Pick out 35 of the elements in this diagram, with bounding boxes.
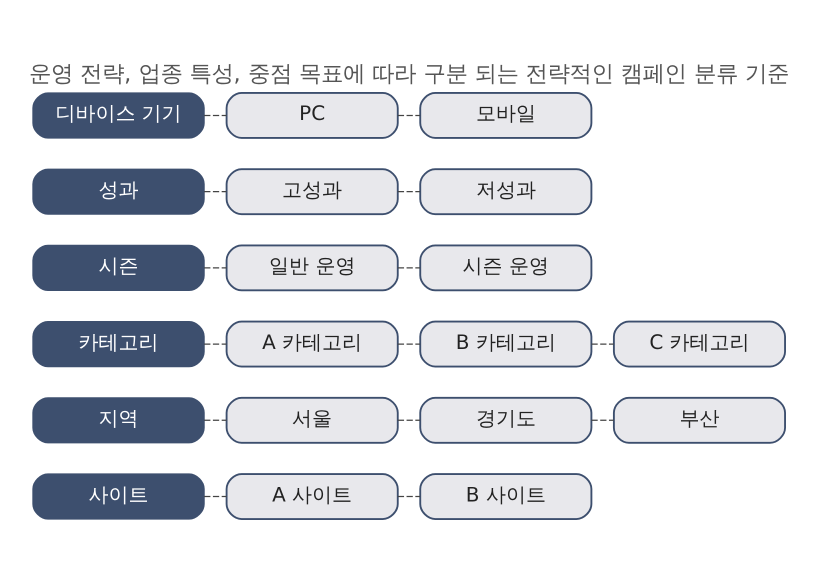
node-box: 사이트 (32, 473, 205, 520)
node-box: 부산 (612, 396, 786, 444)
node-box: 고성과 (226, 168, 399, 216)
node-box: 성과 (32, 168, 205, 215)
connector (398, 267, 420, 268)
node-box: B 사이트 (419, 473, 592, 520)
node-box: 일반 운영 (226, 244, 399, 292)
connector (398, 496, 420, 498)
node-box: 카테고리 (32, 320, 205, 368)
connector (204, 420, 226, 421)
connector (204, 114, 226, 116)
node-box: 시즌 (32, 244, 205, 291)
node-box: 디바이스 기기 (32, 92, 205, 139)
node-box: 시즌 운영 (419, 244, 592, 292)
connector (204, 343, 226, 345)
node-box: C 카테고리 (612, 320, 786, 368)
connector (204, 267, 226, 268)
connector (398, 420, 420, 421)
connector (204, 496, 226, 498)
diagram-title: 운영 전략, 업종 특성, 중점 목표에 따라 구분 되는 전략적인 캠페인 분류 기준 (29, 60, 789, 87)
connector (591, 420, 614, 421)
node-box: A 사이트 (226, 473, 399, 520)
node-box: 저성과 (419, 168, 592, 216)
connector (398, 343, 420, 345)
node-box: A 카테고리 (226, 320, 399, 368)
connector (204, 191, 226, 192)
node-box: 경기도 (419, 396, 592, 444)
connector (591, 343, 614, 345)
node-box: 서울 (226, 396, 399, 444)
connector (398, 191, 420, 192)
connector (398, 114, 420, 116)
node-box: 지역 (32, 397, 205, 444)
node-box: B 카테고리 (419, 320, 592, 368)
node-box: PC (226, 92, 399, 139)
node-box: 모바일 (419, 92, 592, 139)
